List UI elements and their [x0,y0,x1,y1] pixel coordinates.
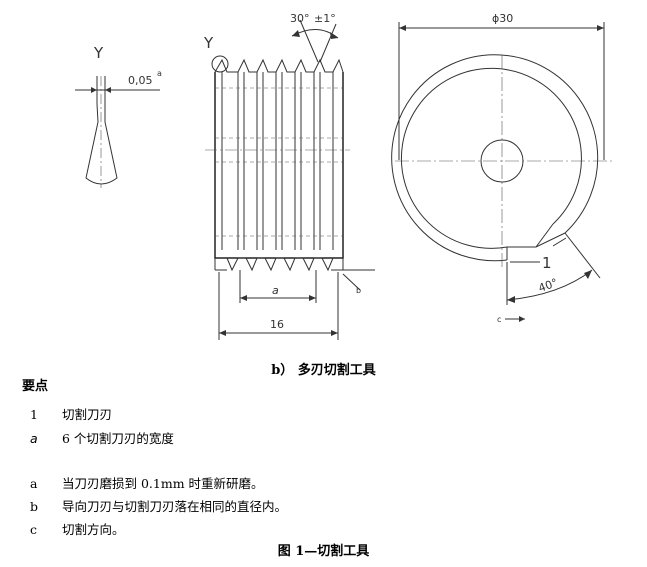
key-item-text: 6 个切割刀刃的宽度 [62,431,174,446]
dim-16-label: 16 [270,318,284,331]
note-key: c [30,522,38,537]
note-c-marker: c [497,315,501,324]
subcaption: b） 多刃切割工具 [271,363,376,378]
key-item: 1 切割刀刃 [30,404,112,423]
key-heading: 要点 [22,379,49,394]
dim-a-label: a [272,284,279,297]
note-text: 当刀刃磨损到 0.1mm 时重新研磨。 [62,476,264,491]
left-width-dim: 0,05 [128,74,153,87]
key-item-key: 1 [30,407,38,422]
callout-1-label: 1 [542,254,552,272]
note-key: b [30,499,39,514]
right-front-view: ϕ30 1 40° c [391,12,612,324]
note-item: a 当刀刃磨损到 0.1mm 时重新研磨。 [30,473,264,492]
key-item-key: a [30,431,38,446]
note-item: b 导向刀刃与切割刀刃落在相同的直径内。 [30,496,287,515]
middle-side-view: Y [203,12,375,340]
key-item-text: 切割刀刃 [62,407,113,422]
note-text: 切割方向。 [62,522,125,537]
middle-y-label: Y [203,34,214,52]
angle-tolerance-label: ±1° [314,12,336,25]
left-y-label: Y [93,44,104,62]
left-width-note: a [157,69,162,78]
angle-40-label: 40° [537,276,560,295]
key-item: a 6 个切割刀刃的宽度 [30,428,174,447]
left-detail-view: Y 0,05 a [75,44,162,188]
note-item: c 切割方向。 [30,519,125,538]
diameter-label: ϕ30 [492,12,513,25]
note-text: 导向刀刃与切割刀刃落在相同的直径内。 [62,499,288,514]
technical-drawing: Y 0,05 a Y [75,12,612,340]
angle-30-label: 30° [290,12,310,25]
note-b-marker: b [356,286,361,295]
note-key: a [30,476,38,491]
figure-caption: 图 1—切割工具 [277,544,370,559]
